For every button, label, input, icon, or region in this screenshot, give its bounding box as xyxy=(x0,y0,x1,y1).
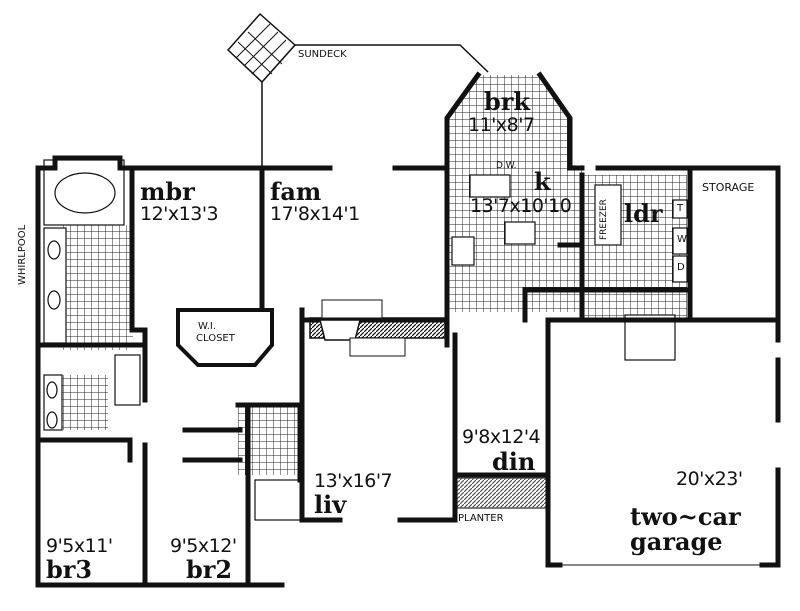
room-size-br3: 9'5x11' xyxy=(46,535,113,557)
room-name-br3: br3 xyxy=(46,555,93,584)
fireplace xyxy=(309,299,446,357)
room-name-liv: liv xyxy=(314,490,347,519)
room-size-garage: 20'x23' xyxy=(676,468,743,490)
planter xyxy=(454,477,549,509)
room-name-k: k xyxy=(534,167,551,196)
planter-label: PLANTER xyxy=(458,513,504,524)
dryer-label: D xyxy=(677,262,685,273)
room-size-liv: 13'x16'7 xyxy=(314,470,393,492)
sundeck-label: SUNDECK xyxy=(298,49,347,60)
walls xyxy=(35,71,781,588)
room-size-brk: 11'x8'7 xyxy=(468,114,535,136)
room-name-din: din xyxy=(492,447,536,476)
room-size-mbr: 12'x13'3 xyxy=(140,203,219,225)
room-name-br2: br2 xyxy=(186,555,233,584)
room-name-brk: brk xyxy=(484,87,531,116)
wi-closet-label-2: CLOSET xyxy=(196,333,235,344)
storage-label: STORAGE xyxy=(702,181,755,194)
sundeck xyxy=(226,12,489,168)
room-name-garage-line2: garage xyxy=(630,527,723,556)
tile-areas xyxy=(58,75,687,475)
room-name-mbr: mbr xyxy=(140,177,195,206)
room-name-fam: fam xyxy=(270,177,322,206)
wi-closet-label-1: W.I. xyxy=(198,321,217,332)
room-size-br2: 9'5x12' xyxy=(170,535,237,557)
room-size-fam: 17'8x14'1 xyxy=(270,203,360,225)
laundry-tub-label: T xyxy=(677,203,684,214)
room-size-din: 9'8x12'4 xyxy=(462,426,541,448)
freezer-label: FREEZER xyxy=(599,199,609,240)
walk-in-closet xyxy=(176,308,274,367)
washer-label: W xyxy=(677,234,687,245)
dishwasher-label: D.W. xyxy=(496,161,517,171)
room-name-ldr: ldr xyxy=(624,199,663,228)
whirlpool-label: WHIRLPOOL xyxy=(17,224,28,285)
room-size-k: 13'7x10'10 xyxy=(470,195,572,217)
room-name-garage-line1: two~car xyxy=(630,502,741,531)
